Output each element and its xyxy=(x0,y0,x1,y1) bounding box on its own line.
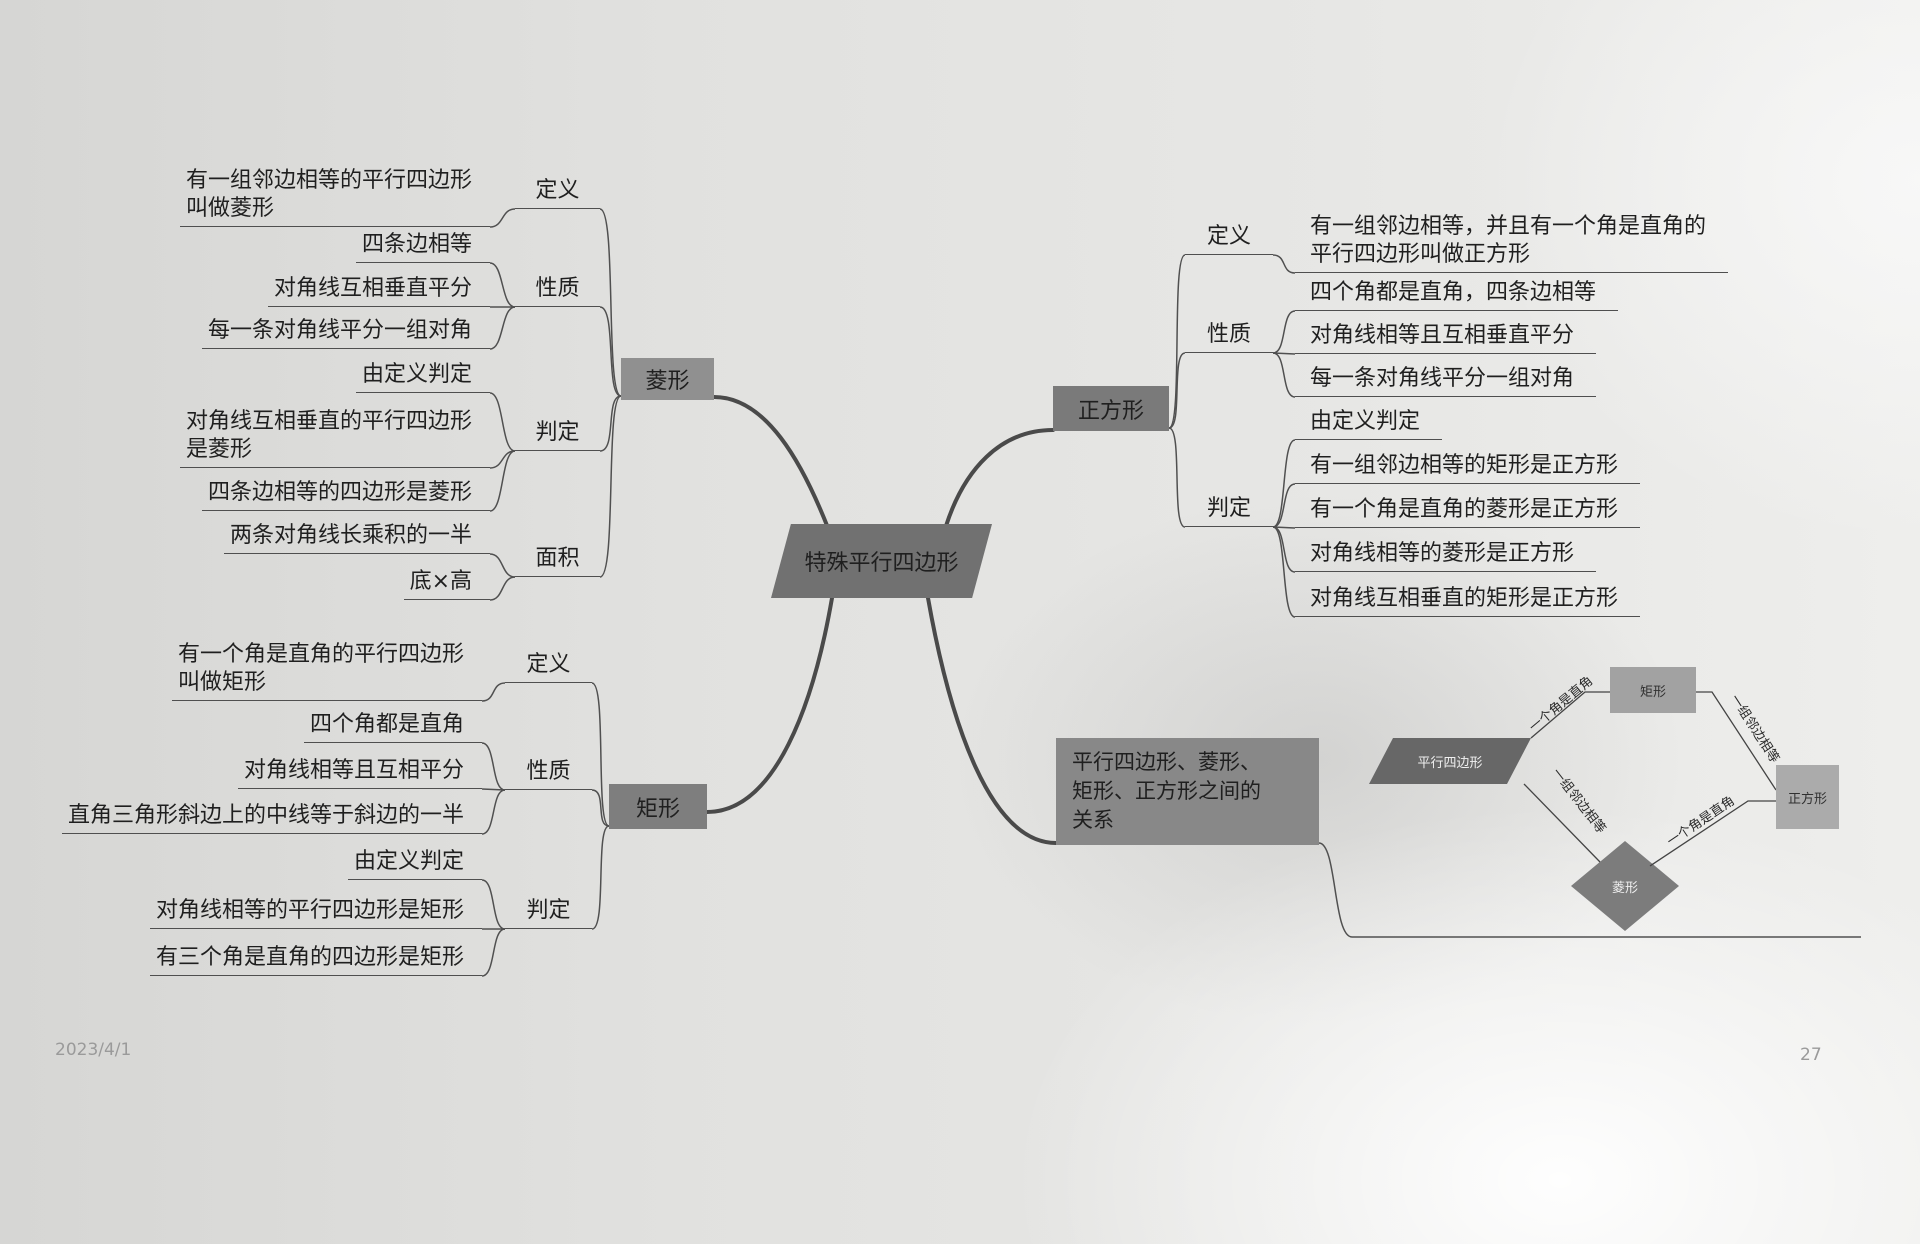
connector xyxy=(481,879,506,930)
rhombus-area-label: 面积 xyxy=(515,545,600,577)
connector xyxy=(481,928,506,977)
square-property-item: 对角线相等且互相垂直平分 xyxy=(1295,322,1597,354)
connector xyxy=(481,742,506,791)
connector xyxy=(489,450,516,512)
diagram-square-node: 正方形 xyxy=(1776,765,1839,829)
connector xyxy=(1168,352,1186,429)
rectangle-property-item: 对角线相等且互相平分 xyxy=(237,757,482,789)
rhombus-property-item: 每一条对角线平分一组对角 xyxy=(201,317,490,349)
rectangle-property-item: 四个角都是直角 xyxy=(303,711,482,743)
rectangle-property-item: 直角三角形斜边上的中线等于斜边的一半 xyxy=(61,802,482,834)
rectangle-definition-item: 有一个角是直角的平行四边形 叫做矩形 xyxy=(171,641,482,701)
branch-to-rectangle xyxy=(705,596,834,814)
rhombus-definition-item: 有一组邻边相等的平行四边形 叫做菱形 xyxy=(179,167,490,227)
connector xyxy=(489,262,516,308)
rectangle-criterion-item: 由定义判定 xyxy=(347,848,482,880)
connector xyxy=(1272,310,1296,354)
rhombus-area-item: 两条对角线长乘积的一半 xyxy=(223,522,490,554)
rectangle-topic: 矩形 xyxy=(609,784,707,829)
connector xyxy=(489,392,516,452)
main-branches xyxy=(705,395,1058,845)
diagram-rhombus-label: 菱形 xyxy=(1611,880,1638,896)
square-criteria-label: 判定 xyxy=(1185,495,1273,527)
connector xyxy=(1168,254,1186,429)
rectangle-definition-label: 定义 xyxy=(505,651,592,683)
diagram-rectangle-node: 矩形 xyxy=(1610,667,1696,713)
rhombus-property-item: 对角线互相垂直平分 xyxy=(267,275,490,307)
connector xyxy=(1272,526,1296,618)
rhombus-criterion-item: 对角线互相垂直的平行四边形 是菱形 xyxy=(179,408,490,468)
relationship-topic: 平行四边形、菱形、 矩形、正方形之间的 关系 xyxy=(1056,738,1319,845)
square-criterion-item: 有一组邻边相等的矩形是正方形 xyxy=(1295,452,1641,484)
edge-parallelogram-rhombus xyxy=(1523,783,1601,863)
square-connectors xyxy=(1168,254,1296,618)
diagram-parallelogram-label: 平行四边形 xyxy=(1417,755,1483,771)
edge-rectangle-square xyxy=(1696,691,1777,791)
square-criterion-item: 有一个角是直角的菱形是正方形 xyxy=(1295,496,1641,528)
connector xyxy=(1272,526,1296,529)
square-properties-label: 性质 xyxy=(1185,321,1273,353)
relationship-diagram-shapes xyxy=(1369,691,1777,931)
rectangle-properties-label: 性质 xyxy=(505,758,592,790)
connector xyxy=(591,682,610,827)
edge-rhombus-square xyxy=(1649,800,1776,867)
branch-to-rhombus xyxy=(712,395,830,530)
connector xyxy=(1272,352,1296,398)
edge-parallelogram-rectangle xyxy=(1530,691,1610,739)
square-property-item: 四个角都是直角，四条边相等 xyxy=(1295,279,1619,311)
page-number: 27 xyxy=(1800,1045,1822,1065)
branch-to-relationship xyxy=(926,596,1058,845)
connector xyxy=(489,208,516,228)
connector xyxy=(1168,427,1186,528)
rhombus-area-item: 底×高 xyxy=(403,568,490,600)
rhombus-criteria-label: 判定 xyxy=(515,419,600,451)
rhombus-criterion-item: 四条边相等的四边形是菱形 xyxy=(201,479,490,511)
rhombus-property-item: 四条边相等 xyxy=(355,231,490,263)
rectangle-criterion-item: 有三个角是直角的四边形是矩形 xyxy=(149,944,482,976)
central-topic: 特殊平行四边形 xyxy=(771,524,992,598)
connector xyxy=(481,788,506,791)
connector xyxy=(599,395,622,578)
rhombus-shape xyxy=(1571,841,1679,931)
connector xyxy=(1318,842,1861,938)
connector xyxy=(489,553,516,578)
square-topic: 正方形 xyxy=(1053,386,1169,431)
connector xyxy=(1272,439,1296,528)
rectangle-connectors xyxy=(481,682,610,977)
square-definition-item: 有一组邻边相等，并且有一个角是直角的 平行四边形叫做正方形 xyxy=(1295,213,1729,273)
rhombus-definition-label: 定义 xyxy=(515,177,600,209)
square-criterion-item: 对角线相等的菱形是正方形 xyxy=(1295,540,1597,572)
rhombus-topic: 菱形 xyxy=(621,358,714,400)
connector xyxy=(1272,254,1296,274)
connector xyxy=(481,682,506,702)
connector xyxy=(599,208,622,397)
connector xyxy=(1272,483,1296,528)
connector xyxy=(591,789,610,827)
square-criterion-item: 由定义判定 xyxy=(1295,408,1443,440)
rhombus-properties-label: 性质 xyxy=(515,275,600,307)
rectangle-criterion-item: 对角线相等的平行四边形是矩形 xyxy=(149,897,482,929)
connector xyxy=(489,576,516,601)
connector xyxy=(599,395,622,452)
square-definition-label: 定义 xyxy=(1185,223,1273,255)
relationship-connector xyxy=(1318,842,1861,938)
footer-date: 2023/4/1 xyxy=(55,1040,132,1060)
parallelogram-shape xyxy=(1369,738,1531,784)
connector xyxy=(591,825,610,930)
rhombus-connectors xyxy=(489,208,622,601)
connector xyxy=(1272,352,1296,355)
square-property-item: 每一条对角线平分一组对角 xyxy=(1295,365,1597,397)
connector xyxy=(489,306,516,350)
rhombus-criterion-item: 由定义判定 xyxy=(355,361,490,393)
connector xyxy=(481,789,506,835)
square-criterion-item: 对角线互相垂直的矩形是正方形 xyxy=(1295,585,1641,617)
rectangle-criteria-label: 判定 xyxy=(505,897,592,929)
connector xyxy=(599,306,622,397)
branch-to-square xyxy=(944,428,1055,528)
